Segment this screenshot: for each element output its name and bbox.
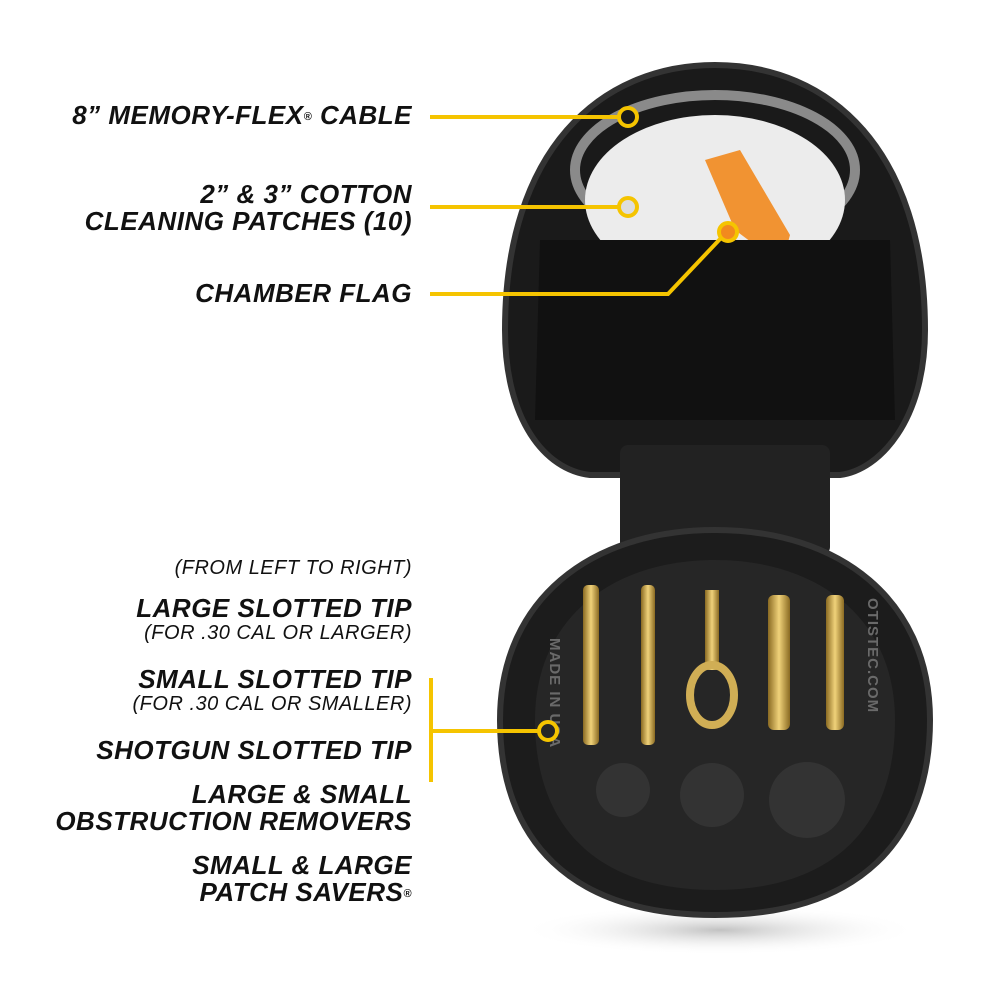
patch-saver-small — [596, 763, 650, 817]
label-cable-text2: CABLE — [312, 100, 412, 130]
cleaning-tips — [583, 585, 844, 745]
label-cable-text: 8” MEMORY-FLEX — [72, 100, 304, 130]
callout-lines — [429, 106, 739, 782]
patch-saver-large — [769, 762, 845, 838]
label-large-tip: LARGE SLOTTED TIP(FOR .30 CAL OR LARGER) — [136, 593, 412, 645]
label-small-tip-note: (FOR .30 CAL OR SMALLER) — [132, 693, 412, 715]
label-large-tip-title: LARGE SLOTTED TIP — [136, 593, 412, 623]
label-savers-line2: PATCH SAVERS — [199, 877, 404, 907]
label-patches-line2: CLEANING PATCHES (10) — [84, 206, 412, 236]
label-removers-line1: LARGE & SMALL — [191, 779, 412, 809]
otistec-marking: OTISTEC.COM — [864, 598, 881, 713]
shotgun-slotted-tip — [686, 590, 738, 729]
lid-pocket — [535, 240, 895, 420]
case-shadow — [520, 905, 920, 955]
label-small-tip-title: SMALL SLOTTED TIP — [138, 664, 412, 694]
label-large-tip-note: (FOR .30 CAL OR LARGER) — [144, 622, 412, 644]
label-small-tip: SMALL SLOTTED TIP(FOR .30 CAL OR SMALLER… — [132, 664, 412, 716]
label-patches-line1: 2” & 3” COTTON — [200, 179, 412, 209]
label-shotgun-tip: SHOTGUN SLOTTED TIP — [96, 735, 412, 765]
label-chamber-flag: CHAMBER FLAG — [195, 278, 412, 308]
label-savers-line1: SMALL & LARGE — [192, 850, 412, 880]
label-removers-line2: OBSTRUCTION REMOVERS — [55, 806, 412, 836]
small-obstruction-remover — [826, 595, 844, 730]
registered-mark: ® — [403, 888, 412, 900]
large-obstruction-remover — [768, 595, 790, 730]
registered-mark: ® — [303, 111, 313, 123]
label-cable: 8” MEMORY-FLEX® CABLE — [72, 102, 412, 129]
small-slotted-tip — [641, 585, 655, 745]
label-order-note: (FROM LEFT TO RIGHT) — [174, 557, 412, 579]
case-strap — [620, 445, 830, 555]
large-slotted-tip — [583, 585, 599, 745]
patch-saver-medium — [680, 763, 744, 827]
